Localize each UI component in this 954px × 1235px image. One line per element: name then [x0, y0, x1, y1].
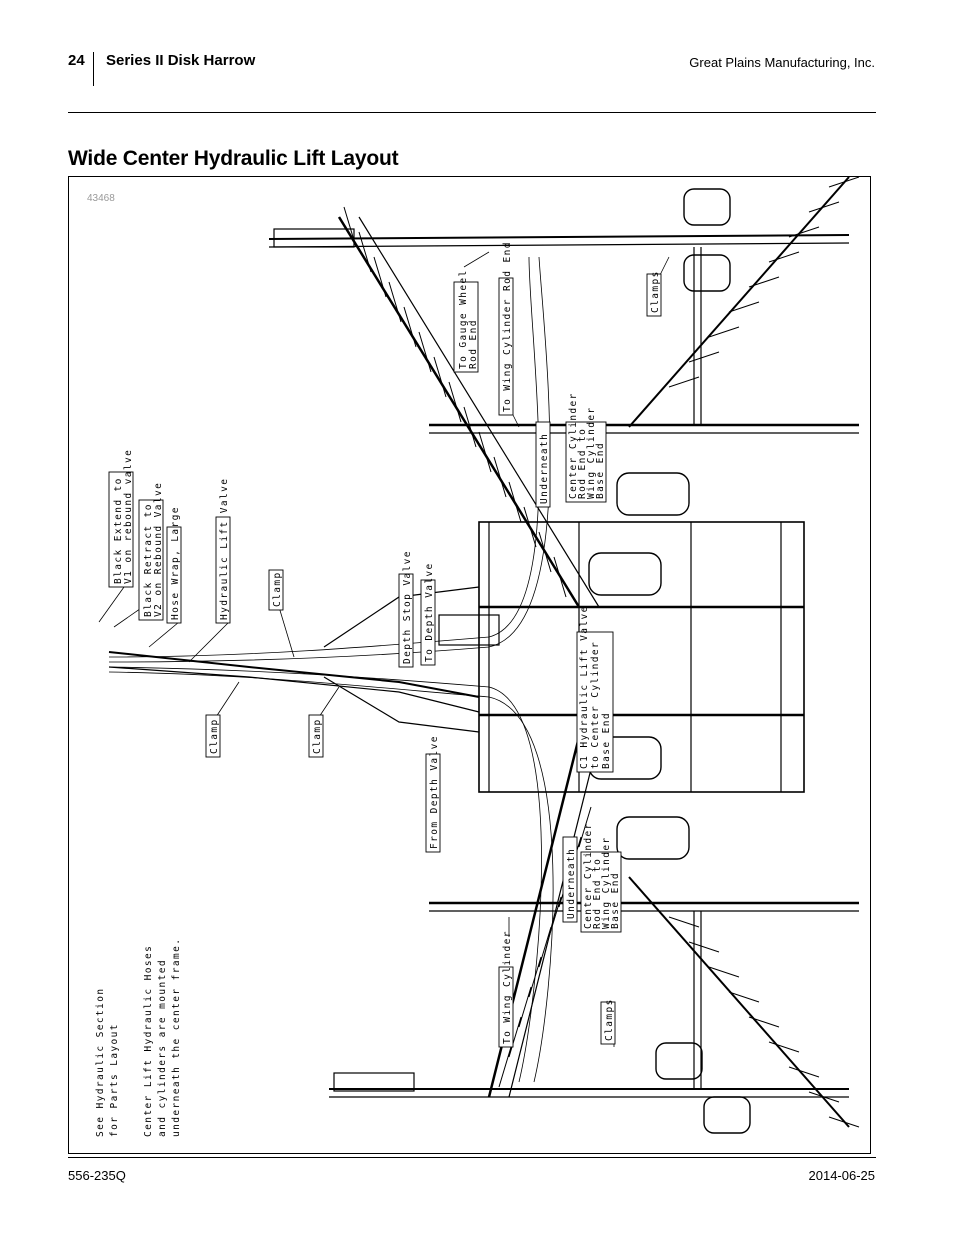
callout-from-depth-valve: From Depth Valve	[429, 735, 440, 849]
callout-clamp-upper: Clamp	[272, 571, 283, 607]
part-number: 556-235Q	[68, 1168, 126, 1183]
header-rule	[68, 112, 876, 113]
company-name: Great Plains Manufacturing, Inc.	[689, 55, 875, 70]
callout-center-cylinder-top-4: Base End	[595, 442, 606, 499]
callout-gauge-wheel-2: Rod End	[468, 319, 479, 369]
figure-number: 43468	[87, 193, 115, 204]
hydraulic-layout-diagram: 43468	[87, 177, 860, 1137]
callout-clamp-mid: Clamp	[312, 718, 323, 754]
callout-black-retract-2: V2 on Rebound Valve	[153, 482, 164, 617]
callout-center-cylinder-top-2: Rod End to	[577, 428, 588, 499]
callout-c1-lift-valve-3: Base End	[601, 712, 612, 769]
callout-center-cylinder-bottom-2: Rod End to	[592, 858, 603, 929]
callout-underneath-bottom: Underneath	[566, 848, 577, 919]
note-line-1: See Hydraulic Section	[95, 987, 106, 1137]
header-divider	[93, 52, 94, 86]
callout-center-cylinder-bottom-3: Wing Cylinder	[601, 836, 612, 929]
note-line-3: Center Lift Hydraulic Hoses	[143, 945, 154, 1137]
section-title: Wide Center Hydraulic Lift Layout	[68, 147, 399, 170]
callout-black-retract-1: Black Retract to	[143, 503, 154, 617]
callout-c1-lift-valve-1: C1 Hydraulic Lift Valve	[579, 605, 590, 769]
footer-rule	[68, 1157, 876, 1158]
hydraulic-layout-figure: 43468	[68, 176, 871, 1154]
callout-center-cylinder-top-1: Center Cylinder	[568, 392, 579, 499]
callout-underneath-top: Underneath	[539, 433, 550, 504]
callout-hose-wrap: Hose Wrap, Large	[170, 506, 181, 620]
callout-clamps-top: Clamps	[650, 270, 661, 313]
callout-clamp-left: Clamp	[209, 718, 220, 754]
note-line-5: underneath the center frame.	[171, 938, 182, 1137]
diagram-drawing	[108, 177, 860, 1134]
callout-gauge-wheel-1: To Gauge Wheel	[458, 269, 469, 369]
callout-c1-lift-valve-2: to Center Cylinder	[590, 641, 601, 769]
callout-black-extend-2: V1 on rebound valve	[123, 449, 134, 584]
note-line-4: and cylinders are mounted	[157, 959, 168, 1137]
callout-wing-cylinder-rod-top: To Wing Cylinder Rod End	[502, 241, 513, 412]
document-title: Series II Disk Harrow	[106, 52, 256, 69]
note-line-2: for Parts Layout	[109, 1023, 120, 1137]
callout-center-cylinder-bottom-1: Center Cylinder	[583, 822, 594, 929]
callout-wing-cylinder-bottom: To Wing Cylinder	[502, 930, 513, 1044]
callout-to-depth-valve: To Depth Valve	[424, 562, 435, 662]
callout-black-extend-1: Black Extend to	[113, 477, 124, 584]
callout-center-cylinder-top-3: Wing Cylinder	[586, 406, 597, 499]
callout-hydraulic-lift-valve: Hydraulic Lift Valve	[219, 478, 230, 620]
document-date: 2014-06-25	[808, 1168, 876, 1183]
page-number: 24	[68, 52, 85, 69]
callout-depth-stop-valve: Depth Stop Valve	[402, 550, 413, 664]
callout-center-cylinder-bottom-4: Base End	[610, 872, 621, 929]
callout-clamps-bottom: Clamps	[604, 998, 615, 1041]
